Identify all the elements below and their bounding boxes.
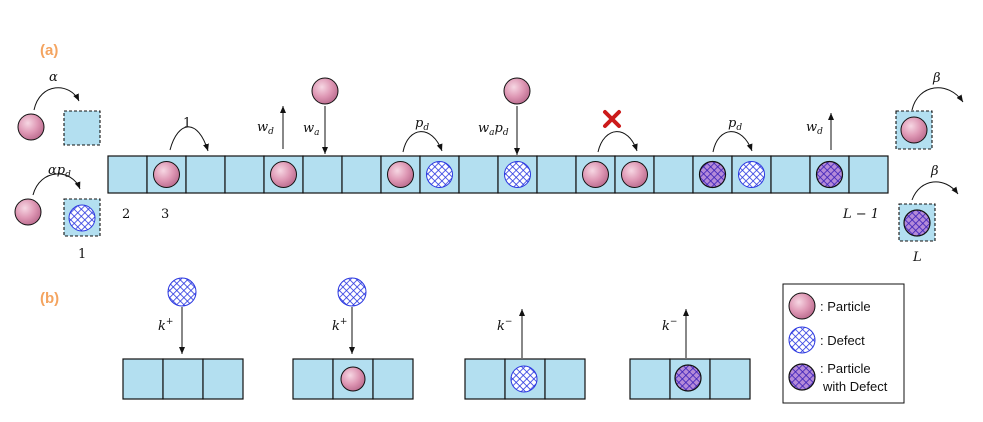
lattice-site-21 — [848, 155, 889, 194]
site-label-2: 2 — [122, 207, 130, 222]
particle-on-site-14 — [582, 161, 609, 188]
particle-attaching-defect — [503, 77, 531, 105]
lattice-site-19 — [770, 155, 811, 194]
site-label-l: L — [912, 250, 922, 265]
particle-attaching — [311, 77, 339, 105]
lattice-b2 — [292, 358, 414, 400]
panel-b-label: (b) — [40, 290, 59, 307]
particle-on-site-3 — [153, 161, 180, 188]
hop-rate-label: 1 — [183, 116, 191, 131]
entry-arrow — [33, 87, 80, 111]
entry-reservoir-site — [63, 110, 101, 146]
hop-defect-rate-label: pd — [415, 116, 429, 133]
legend-particle-label: : Particle — [820, 299, 871, 314]
particle-on-site-15 — [621, 161, 648, 188]
defect-on-site-12 — [504, 161, 531, 188]
lattice-objects — [153, 160, 844, 189]
beta-rate-label: β — [932, 71, 941, 86]
particle-with-defect-exiting — [903, 209, 931, 237]
particle-on-site-9 — [387, 161, 414, 188]
particle-with-defect-on-site-17 — [698, 160, 727, 189]
detach-rate-label: wd — [257, 120, 274, 137]
attach-defect-rate-label: wapd — [478, 121, 509, 138]
lattice-site-16 — [653, 155, 694, 194]
k-minus-label-2: k− — [662, 317, 677, 334]
hop-defect-arrow — [402, 131, 443, 153]
lattice-site-4 — [185, 155, 226, 194]
site-label-3: 3 — [161, 207, 169, 222]
k-minus-label-1: k− — [497, 317, 512, 334]
defect-attaching-2 — [337, 277, 367, 307]
defect-in-entry-site — [68, 204, 96, 232]
defect-b3 — [510, 365, 538, 393]
hop-arrow — [169, 126, 209, 152]
lattice-site-7 — [302, 155, 343, 194]
particle-entering-defect — [14, 198, 42, 226]
legend-particle-with-defect-line2: with Defect — [822, 379, 888, 394]
beta-rate-label-2: β — [930, 164, 939, 179]
lattice-site-8 — [341, 155, 382, 194]
legend-defect-label: : Defect — [820, 333, 865, 348]
legend-defect-icon — [788, 326, 816, 354]
lattice-site-5 — [224, 155, 265, 194]
alpha-pd-rate-label: αpd — [48, 163, 71, 180]
site-label-l-minus-1: L − 1 — [842, 207, 879, 222]
particle-exiting — [900, 116, 928, 144]
defect-attaching — [167, 277, 197, 307]
blocked-hop-arrow — [597, 131, 638, 153]
attach-rate-label: wa — [303, 121, 320, 138]
k-plus-label-1: k+ — [158, 317, 173, 334]
particle-on-site-6 — [270, 161, 297, 188]
detach-defect-rate-label: wd — [806, 120, 823, 137]
legend-particle-icon — [788, 292, 816, 320]
alpha-rate-label: α — [49, 70, 58, 85]
legend-particle-with-defect-line1: : Particle — [820, 361, 871, 376]
defect-on-site-10 — [426, 161, 453, 188]
particle-with-defect-on-site-20 — [815, 160, 844, 189]
lattice-site-13 — [536, 155, 577, 194]
defect-on-site-18 — [738, 161, 765, 188]
particle-b2 — [340, 366, 366, 392]
lattice — [107, 155, 889, 194]
particle-with-defect-b4 — [674, 364, 702, 392]
site-label-1: 1 — [78, 247, 86, 262]
exit-defect-arrow — [911, 181, 959, 201]
red-x-icon — [603, 110, 621, 128]
legend-particle-with-defect-icon — [788, 363, 816, 391]
entry-defect-arrow — [32, 173, 81, 196]
exit-arrow — [911, 87, 964, 111]
lattice-b1 — [122, 358, 244, 400]
hop-defect-arrow-2 — [712, 131, 753, 153]
hop-defect-rate-label-2: pd — [728, 116, 742, 133]
k-plus-label-2: k+ — [332, 317, 347, 334]
lattice-site-11 — [458, 155, 499, 194]
legend: : Particle : Defect : Particle with Defe… — [782, 283, 905, 404]
panel-a-label: (a) — [40, 42, 58, 59]
particle-entering — [17, 113, 45, 141]
lattice-site-2 — [107, 155, 148, 194]
